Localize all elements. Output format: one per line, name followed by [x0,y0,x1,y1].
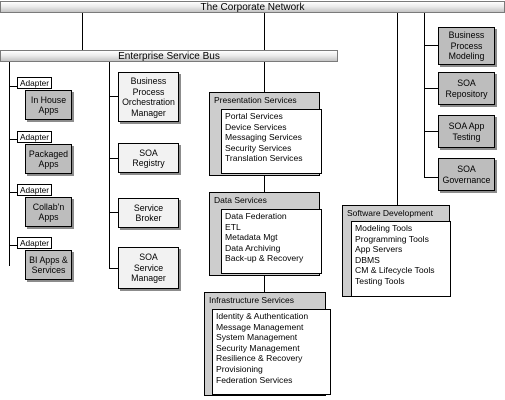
list-item: Programming Tools [355,233,429,244]
connector [9,62,10,266]
list-item: Device Services [225,121,287,132]
adapter-group: Adapter BI Apps & Services [17,237,77,283]
software-development-title: Software Development [347,208,433,218]
data-services-panel: Data Services Data Federation ETL Metada… [209,192,322,276]
list-item: Data Federation [225,211,287,221]
connector [9,86,17,87]
enterprise-service-bus-bar: Enterprise Service Bus [0,50,338,62]
infrastructure-services-list: Identity & Authentication Message Manage… [212,309,331,395]
data-services-list: Data Federation ETL Metadata Mgt Data Ar… [221,209,322,274]
presentation-services-title: Presentation Services [214,95,297,105]
connector [82,12,83,50]
infrastructure-services-title: Infrastructure Services [209,295,295,305]
data-services-title: Data Services [214,195,267,205]
list-item: Security Management [216,342,300,353]
software-development-list: Modeling Tools Programming Tools App Ser… [351,221,451,297]
soa-registry: SOA Registry [118,143,179,173]
adapter-packaged-apps: Packaged Apps [25,144,72,174]
business-process-modeling: Business Process Modeling [438,27,495,65]
list-item: Testing Tools [355,275,405,286]
software-development-panel: Software Development Modeling Tools Prog… [342,205,451,297]
soa-governance: SOA Governance [438,158,495,191]
adapter-group: Adapter Packaged Apps [17,131,77,177]
service-broker: Service Broker [118,198,179,228]
infrastructure-services-panel: Infrastructure Services Identity & Authe… [204,292,331,396]
soa-repository: SOA Repository [438,72,495,105]
list-item: Security Services [225,142,292,153]
connector [424,177,438,178]
list-item: DBMS [355,254,380,265]
connector [9,192,17,193]
connector [264,176,265,192]
adapter-label: Adapter [17,131,53,143]
list-item: App Servers [355,244,403,255]
list-item: ETL [225,221,241,232]
adapter-in-house-apps: In House Apps [25,90,72,120]
soa-service-manager: SOA Service Manager [118,247,179,289]
list-item: Portal Services [225,111,283,121]
presentation-services-list: Portal Services Device Services Messagin… [221,109,322,174]
corporate-network-bar: The Corporate Network [0,1,505,13]
list-item: Data Archiving [225,242,281,253]
connector [109,96,118,97]
connector [424,45,438,46]
connector [264,62,265,92]
adapter-collab-apps: Collab'n Apps [25,197,72,227]
adapter-group: Adapter In House Apps [17,77,77,123]
list-item: Translation Services [225,153,303,164]
connector [9,139,17,140]
connector [264,12,265,50]
connector [109,268,118,269]
connector [397,12,398,205]
list-item: Modeling Tools [355,223,413,233]
adapter-label: Adapter [17,184,53,196]
connector [109,62,110,269]
connector [109,158,118,159]
connector [424,12,425,178]
connector [109,212,118,213]
list-item: Metadata Mgt [225,232,278,243]
list-item: Message Management [216,321,304,332]
business-process-orchestration-manager: Business Process Orchestration Manager [118,72,179,122]
corporate-network-label: The Corporate Network [200,2,305,13]
presentation-services-panel: Presentation Services Portal Services De… [209,92,322,176]
list-item: Resilience & Recovery [216,353,303,364]
list-item: Provisioning [216,363,263,374]
list-item: Federation Services [216,374,293,385]
adapter-group: Adapter Collab'n Apps [17,184,77,230]
list-item: CM & Lifecycle Tools [355,265,435,276]
list-item: Identity & Authentication [216,311,309,321]
adapter-label: Adapter [17,237,53,249]
list-item: Messaging Services [225,132,302,143]
list-item: System Management [216,332,298,343]
list-item: Back-up & Recovery [225,253,304,264]
connector [424,131,438,132]
adapter-label: Adapter [17,77,53,89]
adapter-bi-apps-services: BI Apps & Services [25,250,72,280]
esb-label: Enterprise Service Bus [118,51,220,62]
connector [264,276,265,292]
connector [9,245,17,246]
connector [424,88,438,89]
soa-app-testing: SOA App Testing [438,115,495,148]
